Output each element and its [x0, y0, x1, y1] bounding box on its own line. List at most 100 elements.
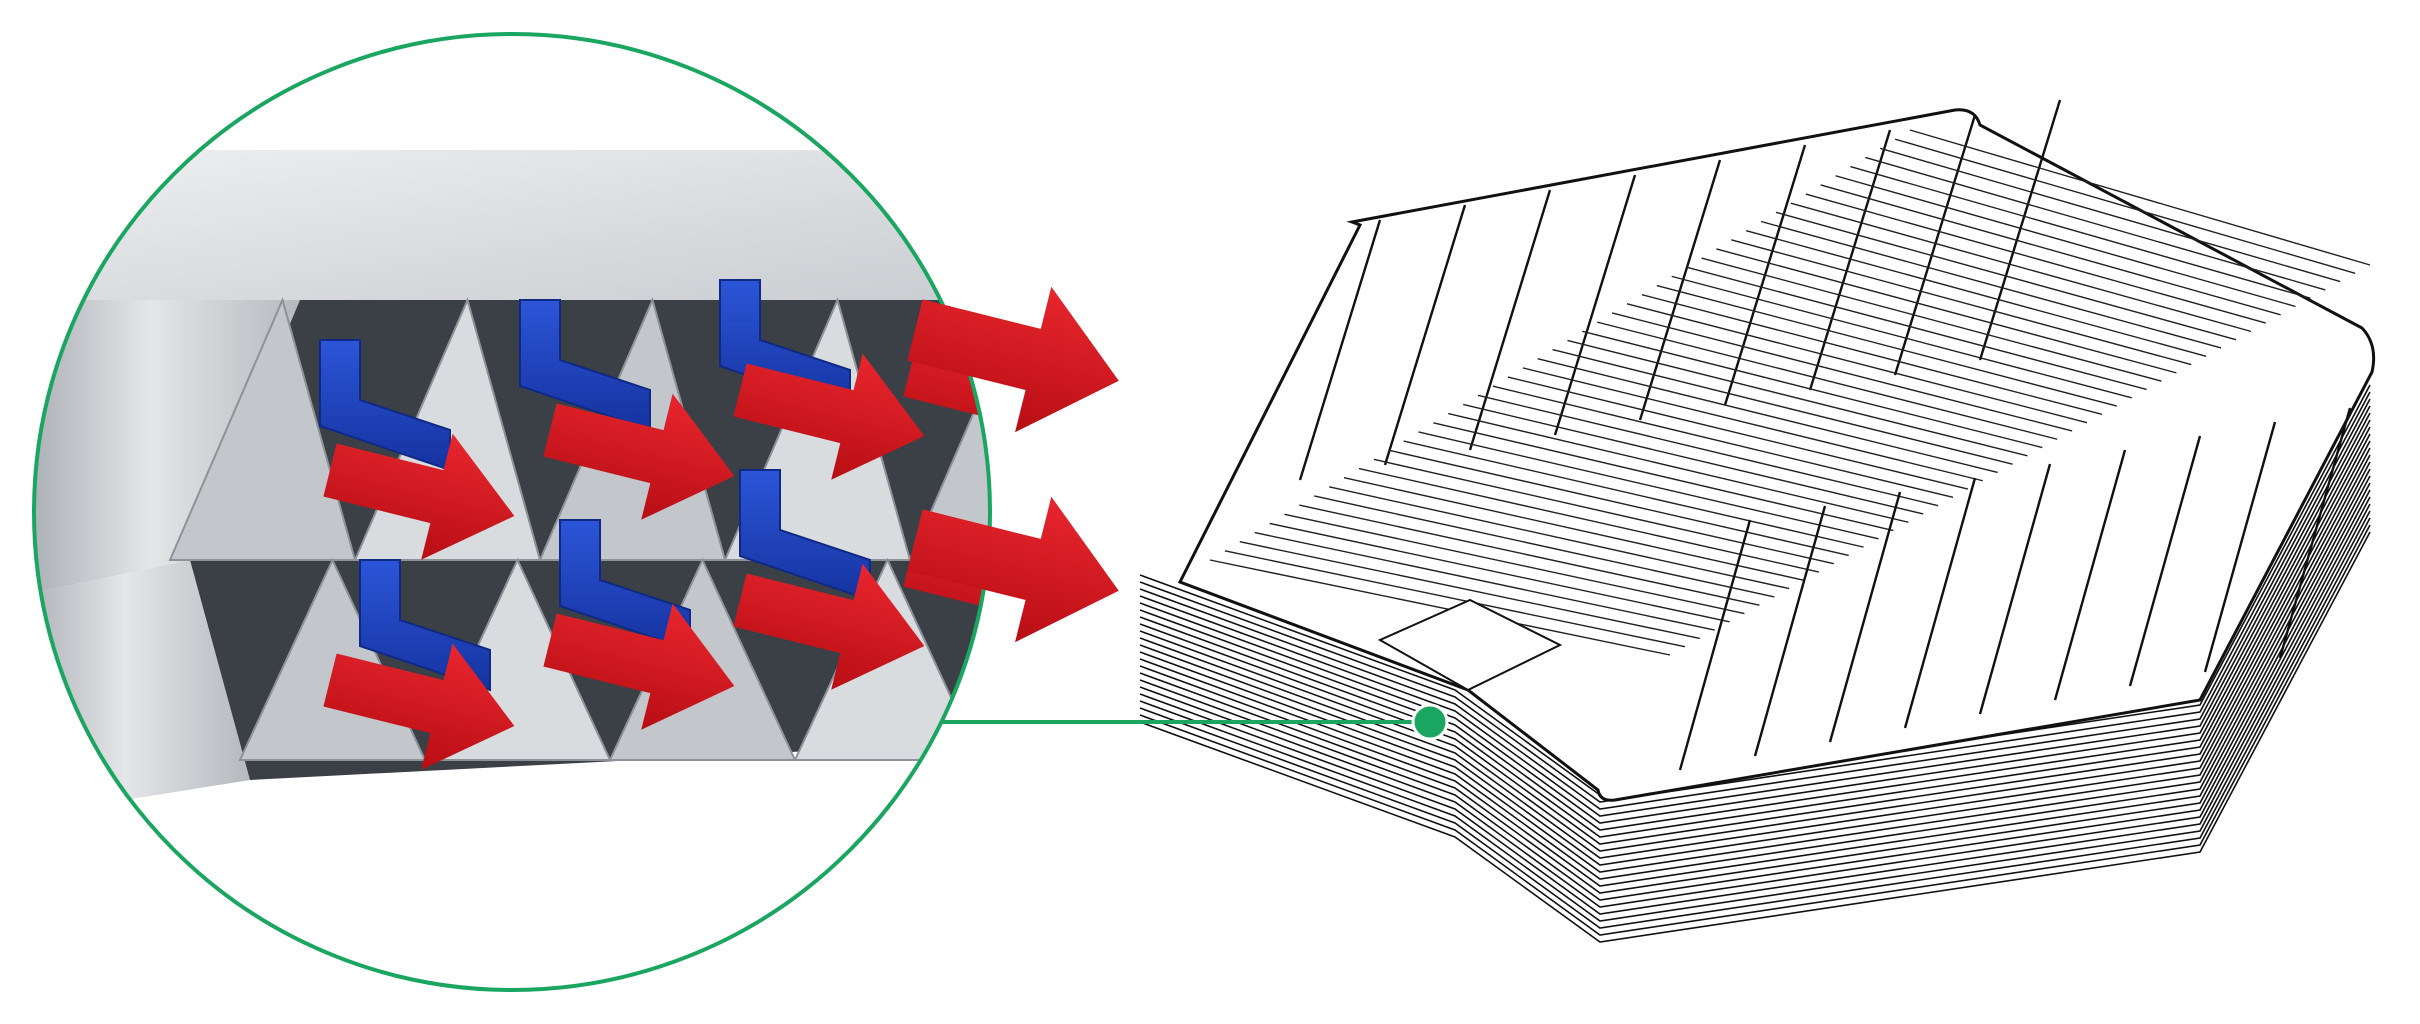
core-rib-line: [1224, 550, 1686, 648]
exiting-hot-flow-arrows: [907, 286, 1119, 643]
core-rib-line: [1433, 422, 1894, 532]
outlet-fin-line: [2203, 421, 2277, 673]
inlet-fin-line: [1978, 99, 2062, 361]
core-rib-line: [1507, 376, 1969, 490]
outlet-fin-line: [2128, 435, 2202, 687]
plate-notch: [1377, 598, 1563, 692]
core-rib-line: [1448, 412, 1909, 523]
fin-triangle: [908, 297, 990, 561]
core-rib-line: [1701, 257, 2162, 382]
outlet-fin-line: [1903, 477, 1977, 729]
inlet-fin-line: [1638, 159, 1722, 421]
core-rib-line: [1284, 513, 1745, 615]
plate-edge-line: [1139, 447, 2371, 859]
plate-edge-line: [1139, 503, 2371, 915]
plate-edge-line: [1139, 440, 2371, 852]
core-rib-line: [1269, 522, 1730, 623]
core-rib-line: [1760, 220, 2222, 349]
core-rib-line: [1626, 303, 2088, 424]
core-rib-line: [1880, 147, 2341, 283]
core-rib-line: [1567, 339, 2028, 457]
core-rib-line: [1865, 156, 2326, 291]
core-rib-line: [1611, 312, 2073, 432]
core-rib-line: [1716, 248, 2177, 374]
plate-edge-line: [1139, 489, 2371, 901]
outlet-fin-line: [2053, 449, 2127, 701]
outlet-fin-line: [1978, 463, 2052, 715]
outlet-fin-line: [1753, 505, 1827, 757]
plate-edge-line: [1139, 517, 2371, 929]
core-rib-line: [1254, 531, 1715, 631]
hot-flow-arrow-icon: [733, 353, 925, 480]
stacked-plate-edges: [1139, 384, 2371, 943]
core-rib-line: [1686, 266, 2147, 391]
core-rib-line: [1790, 202, 2252, 333]
core-rib-line: [1641, 294, 2103, 416]
core-rib-line: [1671, 275, 2132, 399]
hot-flow-arrow-icon: [543, 603, 735, 730]
plate-edge-line: [1139, 475, 2371, 887]
outlet-fin-line: [1678, 519, 1752, 771]
core-rib-line: [1894, 138, 2356, 274]
plate-edge-line: [1139, 510, 2371, 922]
core-rib-line: [1820, 184, 2281, 316]
core-rib-line: [1388, 449, 1849, 557]
core-rib-line: [1745, 229, 2207, 357]
plate-edge-line: [1139, 468, 2371, 880]
inlet-fin-line: [1298, 219, 1382, 481]
core-rib-line: [1537, 358, 1998, 474]
plate-edge-line: [1139, 531, 2371, 943]
plate-edge-line: [1139, 496, 2371, 908]
hot-flow-arrow-icon: [323, 643, 515, 770]
inlet-fin-line: [1808, 129, 1892, 391]
core-rib-line: [1775, 211, 2237, 341]
core-rib-line: [1477, 394, 1939, 507]
core-rib-line: [1552, 348, 2013, 465]
core-rib-line: [1328, 486, 1790, 590]
plate-edge-line: [1139, 461, 2371, 873]
plate-edge-line: [1139, 391, 2371, 803]
plate-edge-line: [1139, 419, 2371, 831]
plate-edge-line: [1139, 482, 2371, 894]
hot-flow-arrow-icon: [907, 286, 1119, 433]
plate-stack-core: [1139, 99, 2376, 943]
callout-dot-icon: [1411, 703, 1449, 741]
core-rib-line: [1835, 175, 2296, 308]
core-rib-line: [1805, 193, 2266, 324]
plate-edge-line: [1139, 398, 2371, 810]
inlet-fin-line: [1468, 189, 1552, 451]
core-rib-line: [1597, 321, 2058, 440]
core-rib-line: [1731, 239, 2192, 366]
top-plate-corrugations: [1209, 99, 2371, 771]
inlet-fin-line: [1383, 204, 1467, 466]
core-rib-line: [1492, 385, 1954, 499]
hot-flow-arrow-icon: [733, 563, 925, 690]
core-rib-line: [1239, 541, 1700, 640]
plate-edge-line: [1139, 433, 2371, 845]
hot-flow-arrow-icon: [543, 393, 735, 520]
core-rib-line: [1403, 440, 1864, 548]
core-rib-line: [1314, 495, 1775, 598]
outlet-fin-line: [1828, 491, 1902, 743]
plate-edge-line: [1139, 412, 2371, 824]
magnified-cross-section: [34, 34, 990, 990]
core-rib-line: [1373, 458, 1834, 565]
core-rib-line: [1850, 165, 2311, 299]
plate-edge-line: [1139, 405, 2371, 817]
hot-flow-arrow-icon: [323, 433, 515, 560]
core-rib-line: [1358, 467, 1820, 573]
core-rib-line: [1299, 504, 1760, 606]
fin-triangle: [168, 297, 357, 561]
core-rib-line: [1656, 284, 2117, 407]
core-rib-line: [1909, 129, 2371, 266]
core-rib-line: [1418, 431, 1879, 540]
core-rib-line: [1582, 330, 2043, 449]
hot-flow-arrow-icon: [907, 496, 1119, 643]
outlet-fin-line: [2278, 407, 2352, 659]
core-rib-line: [1209, 559, 1671, 656]
core-rib-line: [1522, 367, 1983, 482]
magnifier-circle: [32, 32, 992, 992]
plate-edge-line: [1139, 524, 2371, 936]
